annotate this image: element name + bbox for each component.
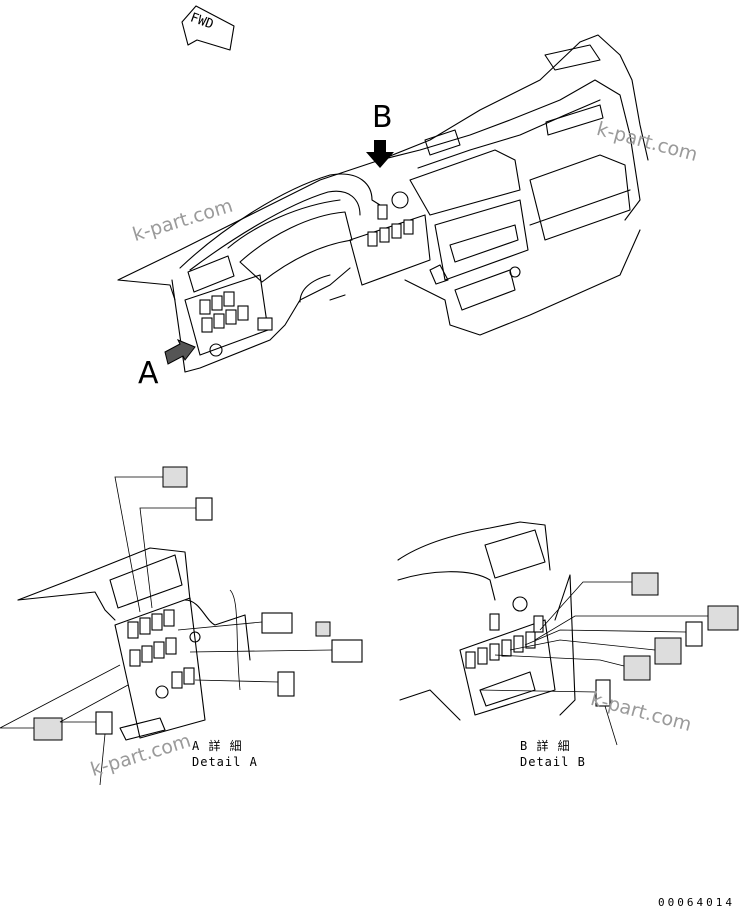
detail-b-caption: B 詳 細 Detail B bbox=[520, 738, 586, 770]
detail-a-caption: A 詳 細 Detail A bbox=[192, 738, 258, 770]
view-a-label: A bbox=[138, 356, 159, 391]
detail-b-jp: B 詳 細 bbox=[520, 739, 571, 753]
view-b-label: B bbox=[372, 100, 393, 135]
view-a-arrow-icon bbox=[164, 339, 196, 365]
detail-a-en: Detail A bbox=[192, 755, 258, 769]
fwd-arrow-icon bbox=[181, 5, 235, 51]
detail-a-drawing bbox=[0, 466, 363, 786]
view-b-arrow-icon bbox=[366, 140, 394, 168]
dashboard-main bbox=[117, 34, 649, 373]
detail-b-en: Detail B bbox=[520, 755, 586, 769]
detail-b-drawing bbox=[397, 521, 739, 746]
detail-a-jp: A 詳 細 bbox=[192, 739, 243, 753]
part-number: 00064014 bbox=[658, 896, 735, 909]
